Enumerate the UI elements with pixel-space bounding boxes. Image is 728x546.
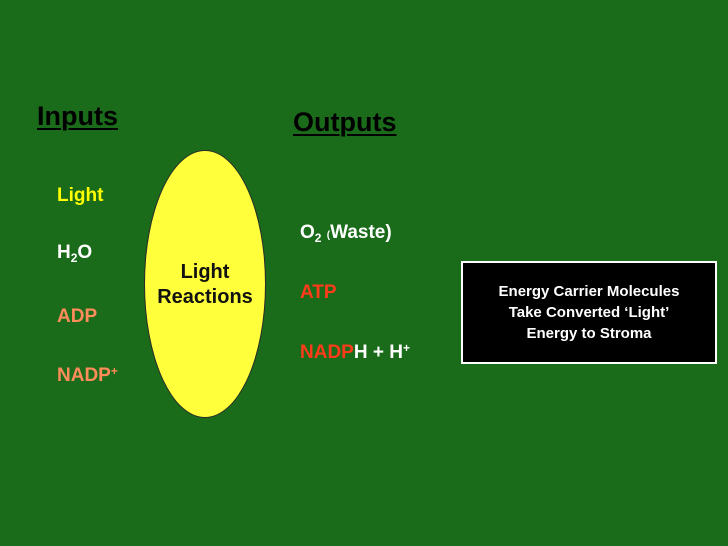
input-water-subscript: 2 bbox=[70, 251, 78, 265]
output-nadph: NADPH + H+ bbox=[300, 341, 410, 364]
light-reactions-label-line1: Light bbox=[180, 261, 230, 283]
output-oxygen-waste: Waste) bbox=[330, 222, 392, 243]
input-water: H2O bbox=[57, 242, 92, 265]
output-oxygen: O2 (Waste) bbox=[300, 222, 392, 245]
output-oxygen-paren: ( bbox=[326, 230, 331, 241]
input-nadp-text: NADP bbox=[57, 365, 111, 386]
energy-carrier-note-line1: Energy Carrier Molecules bbox=[498, 283, 680, 300]
input-light: Light bbox=[57, 185, 104, 206]
light-reactions-oval bbox=[144, 150, 266, 418]
input-water-o: O bbox=[77, 242, 93, 263]
input-nadp-superscript: + bbox=[110, 364, 118, 378]
output-nadph-nadp: NADP bbox=[300, 342, 354, 363]
output-nadph-superscript: + bbox=[402, 341, 410, 355]
inputs-heading: Inputs bbox=[37, 101, 118, 131]
output-nadph-rest: H + H bbox=[353, 342, 403, 363]
input-water-h: H bbox=[57, 242, 71, 263]
output-oxygen-subscript: 2 bbox=[314, 231, 322, 245]
energy-carrier-note: Energy Carrier Molecules Take Converted … bbox=[461, 261, 717, 364]
energy-carrier-note-line2: Take Converted ‘Light’ bbox=[508, 304, 670, 321]
light-reactions-label-line2: Reactions bbox=[157, 286, 253, 308]
light-reactions-label: Light Reactions bbox=[144, 260, 266, 310]
energy-carrier-note-line3: Energy to Stroma bbox=[526, 325, 652, 342]
output-atp: ATP bbox=[300, 282, 337, 303]
outputs-heading: Outputs bbox=[293, 107, 397, 137]
input-adp: ADP bbox=[57, 306, 98, 327]
output-oxygen-o: O bbox=[300, 222, 315, 243]
input-nadp: NADP+ bbox=[57, 364, 118, 387]
